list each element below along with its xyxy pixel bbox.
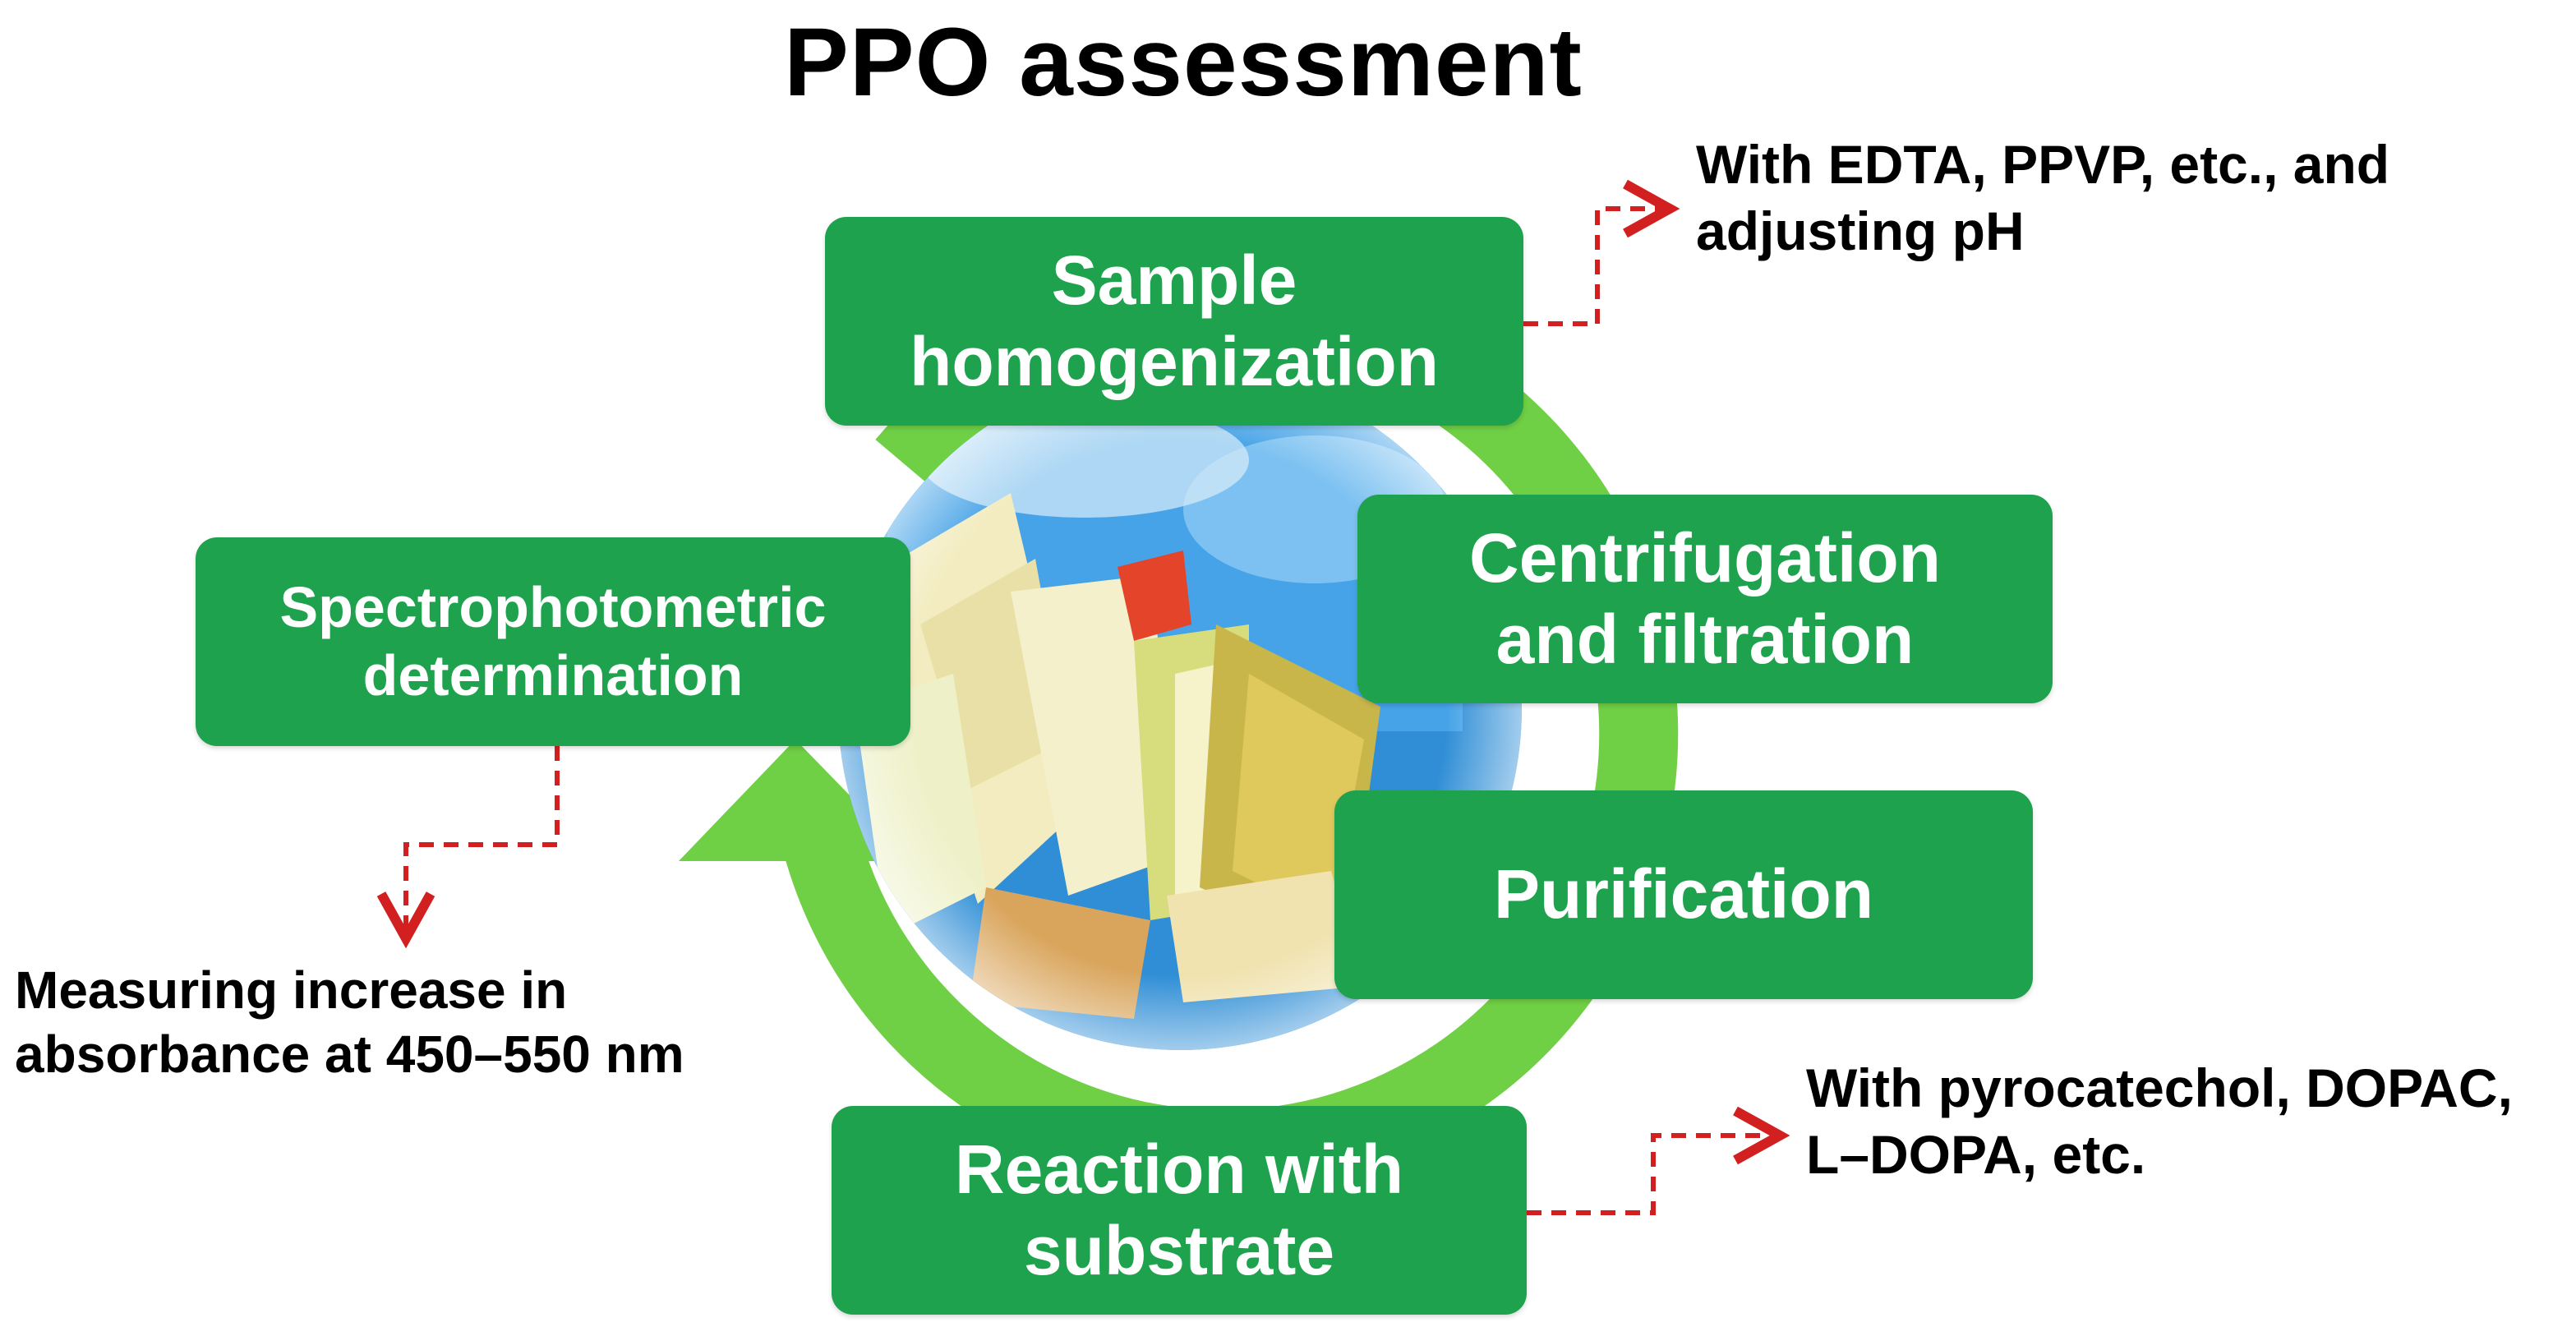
note-reaction-substrates: With pyrocatechol, DOPAC, L–DOPA, etc. <box>1806 1057 2513 1185</box>
note-absorbance-measurement: Measuring increase in absorbance at 450–… <box>15 961 684 1085</box>
diagram-title: PPO assessment <box>784 8 1583 117</box>
step-centrifugation-filtration-label: Centrifugation and filtration <box>1469 518 1941 678</box>
step-purification-label: Purification <box>1493 855 1874 933</box>
connector-spectro-note <box>406 746 560 933</box>
step-purification: Purification <box>1334 790 2033 999</box>
step-reaction-with-substrate: Reaction with substrate <box>832 1106 1527 1315</box>
step-reaction-with-substrate-label: Reaction with substrate <box>954 1130 1404 1289</box>
step-sample-homogenization: Sample homogenization <box>825 217 1523 426</box>
step-sample-homogenization-label: Sample homogenization <box>910 241 1439 400</box>
connector-reaction-note <box>1527 1136 1775 1215</box>
step-spectrophotometric-determination: Spectrophotometric determination <box>196 537 910 746</box>
apple-pear-slices-photo <box>838 366 1522 1050</box>
connector-homogenization-note <box>1523 209 1665 326</box>
note-homogenization-additives: With EDTA, PPVP, etc., and adjusting pH <box>1696 134 2390 261</box>
step-spectrophotometric-determination-label: Spectrophotometric determination <box>279 575 827 707</box>
step-centrifugation-filtration: Centrifugation and filtration <box>1357 495 2053 703</box>
